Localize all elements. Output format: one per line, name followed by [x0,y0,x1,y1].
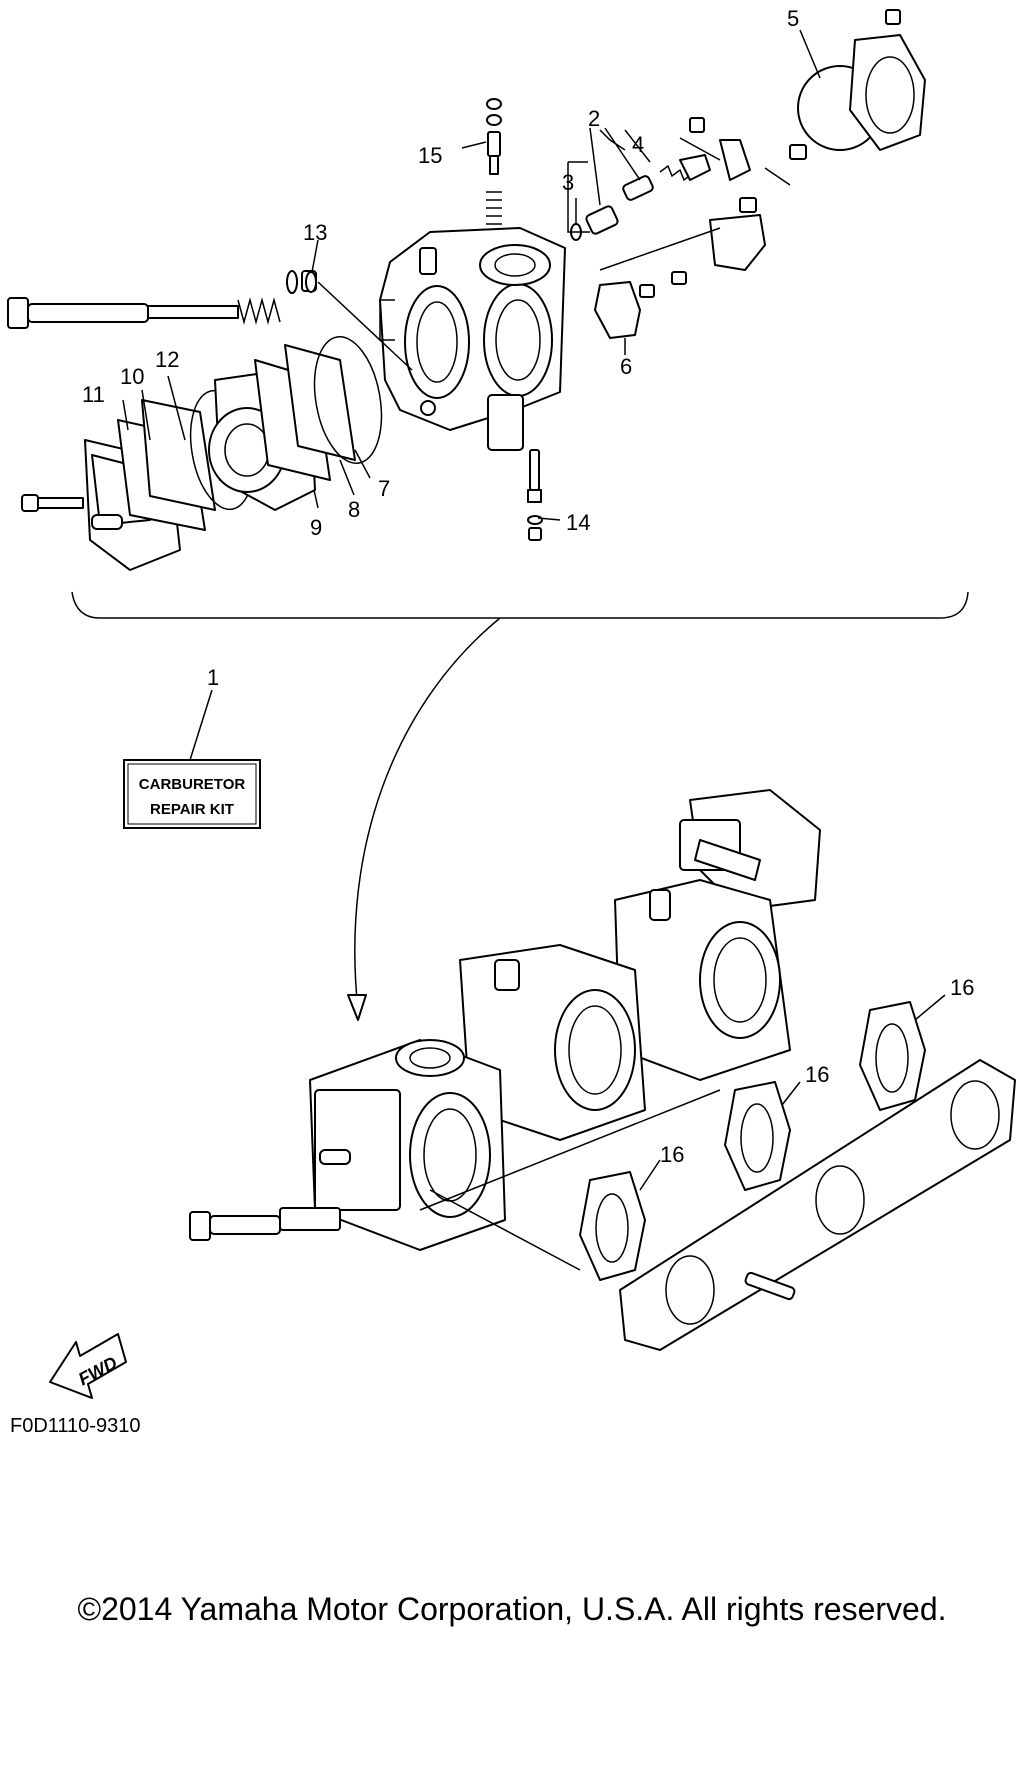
callout-12: 12 [155,347,179,372]
adjusting-screw-lower [189,1207,341,1241]
repair-kit-line2: REPAIR KIT [150,801,234,818]
gasket-16-b [724,1081,791,1191]
pilot-jet [527,449,543,541]
callout-1: 1 [207,665,219,690]
callout-16-a: 16 [660,1142,684,1167]
cover-bolt [21,494,84,512]
callout-16-c: 16 [950,975,974,1000]
needle-valve [486,98,502,225]
assembly-arrow [354,617,501,1011]
gasket-16-c [859,1001,926,1111]
figure-code: F0D1110-9310 [10,1415,140,1437]
callout-7: 7 [378,476,390,501]
callout-14: 14 [566,510,590,535]
carburetor-body-upper [379,227,566,451]
callout-11: 11 [82,382,105,407]
callout-2: 2 [588,106,600,131]
callout-3: 3 [562,170,574,195]
callout-6: 6 [620,354,632,379]
callout-5: 5 [787,6,799,31]
gasket-16-a [579,1171,646,1281]
o-ring [305,271,317,293]
callout-13: 13 [303,220,327,245]
copyright-notice: ©2014 Yamaha Motor Corporation, U.S.A. A… [77,1591,946,1627]
carburetor-assembly [309,789,821,1251]
callout-4: 4 [632,132,644,157]
main-jet-assembly [570,164,693,241]
callout-8: 8 [348,497,360,522]
callout-10: 10 [120,364,144,389]
callout-9: 9 [310,515,322,540]
repair-kit-label: CARBURETOR REPAIR KIT [123,759,261,829]
callout-15: 15 [418,143,442,168]
repair-kit-line1: CARBURETOR [139,776,246,793]
forward-arrow-icon: FWD [49,1333,127,1399]
diaphragm-cover-stack [84,335,383,571]
callout-16-b: 16 [805,1062,829,1087]
throttle-lever-parts [599,117,807,298]
adjusting-screw-assembly [7,270,317,329]
fuel-pump-cover [797,9,926,151]
intake-manifold [619,1059,1016,1351]
kit-grouping-bracket [71,591,969,619]
gasket [594,281,641,339]
